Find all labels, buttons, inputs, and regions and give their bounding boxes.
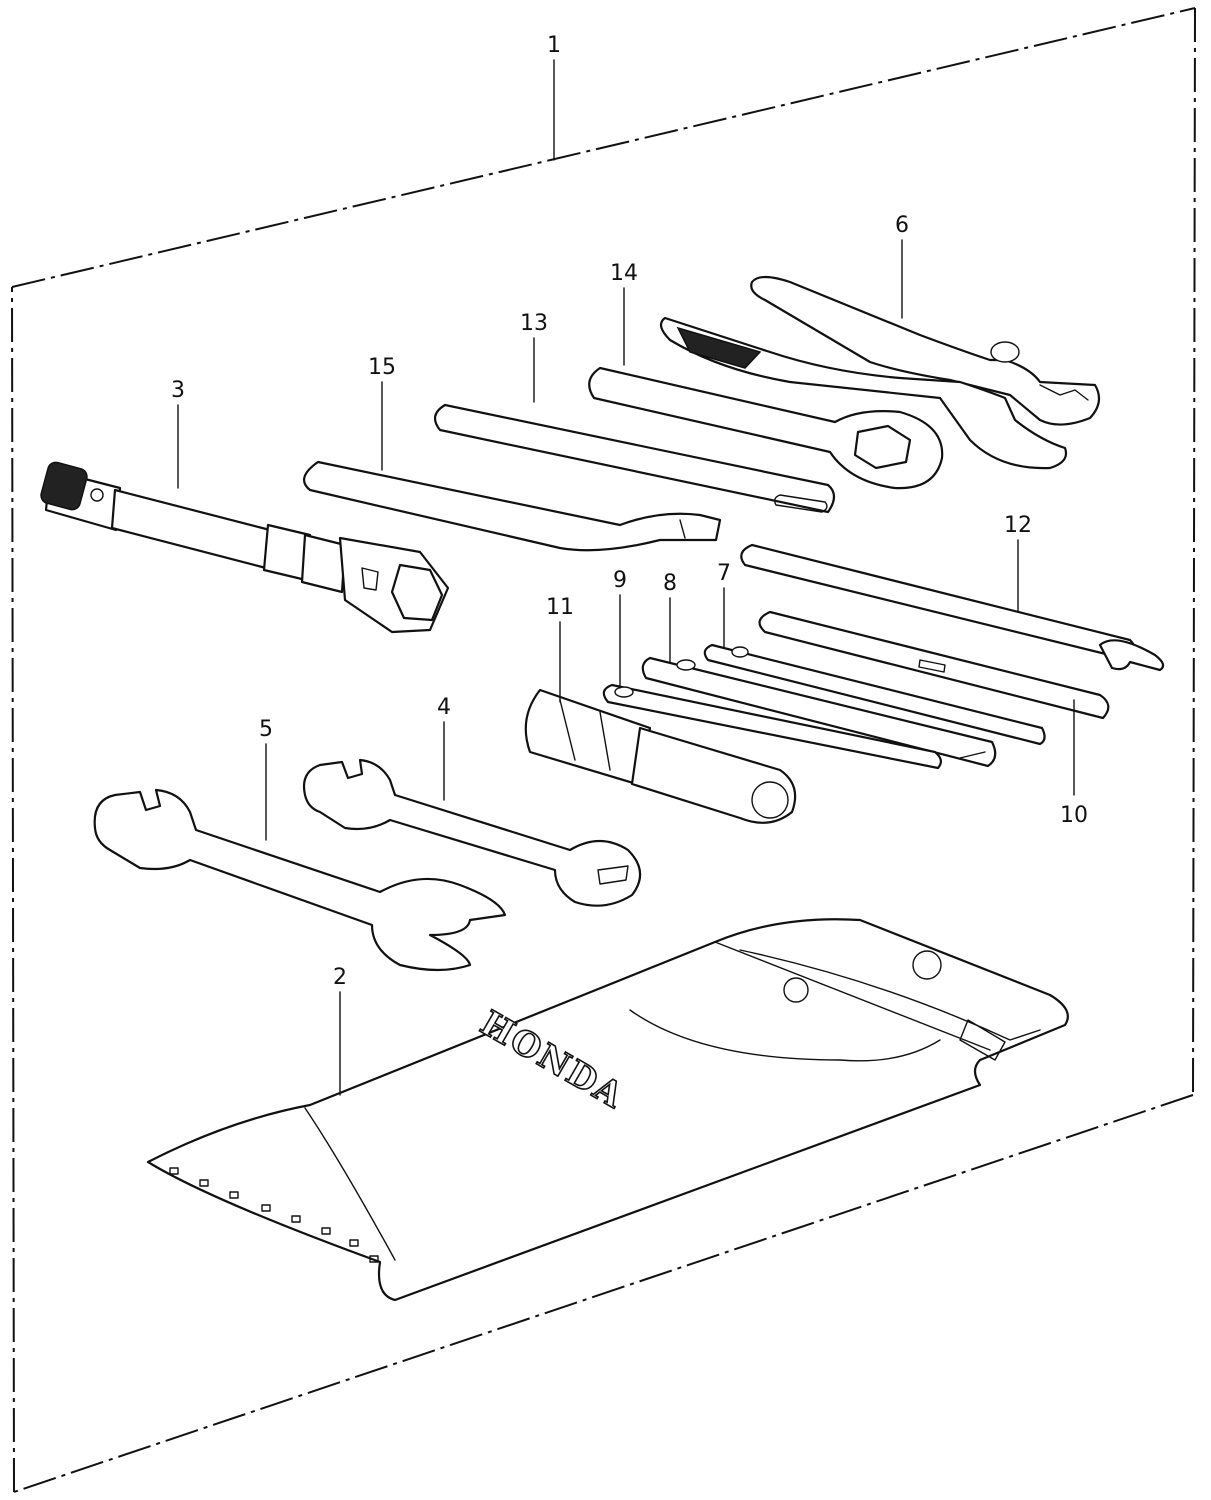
assembly-frame	[11, 7, 1196, 1493]
tool-bag: HONDA	[146, 918, 1069, 1302]
callout-3: 3	[171, 378, 185, 403]
callout-9: 9	[613, 568, 627, 593]
callout-13: 13	[520, 311, 548, 336]
pin-spanner	[303, 460, 722, 552]
callout-4: 4	[437, 695, 451, 720]
callout-10: 10	[1060, 803, 1088, 828]
screwdriver-blade-9	[602, 683, 942, 770]
callout-5: 5	[259, 717, 273, 742]
screwdriver-blade-7	[703, 643, 1046, 746]
callout-2: 2	[333, 965, 347, 990]
callout-numbers: 1 2 3 4 5 6 7 8 9 10 11 12 13 14 15	[171, 33, 1088, 990]
callout-11: 11	[546, 595, 574, 620]
open-end-wrench-large	[93, 788, 507, 972]
callout-12: 12	[1004, 513, 1032, 538]
fork-rod	[740, 543, 1165, 672]
leader-lines	[177, 59, 1075, 1096]
screwdriver-blade-8	[641, 656, 997, 768]
callout-6: 6	[895, 213, 909, 238]
callout-1: 1	[547, 33, 561, 58]
spark-plug-wrench	[40, 461, 450, 634]
flat-bar	[433, 403, 836, 514]
box-spanner	[588, 366, 944, 490]
flat-lever	[758, 610, 1110, 720]
open-end-wrench-small	[302, 758, 642, 907]
callout-8: 8	[663, 571, 677, 596]
bag-rivets	[169, 1167, 379, 1263]
pliers	[659, 275, 1101, 470]
callout-15: 15	[368, 355, 396, 380]
screwdriver-handle	[524, 688, 797, 824]
callout-14: 14	[610, 261, 638, 286]
callout-7: 7	[717, 561, 731, 586]
